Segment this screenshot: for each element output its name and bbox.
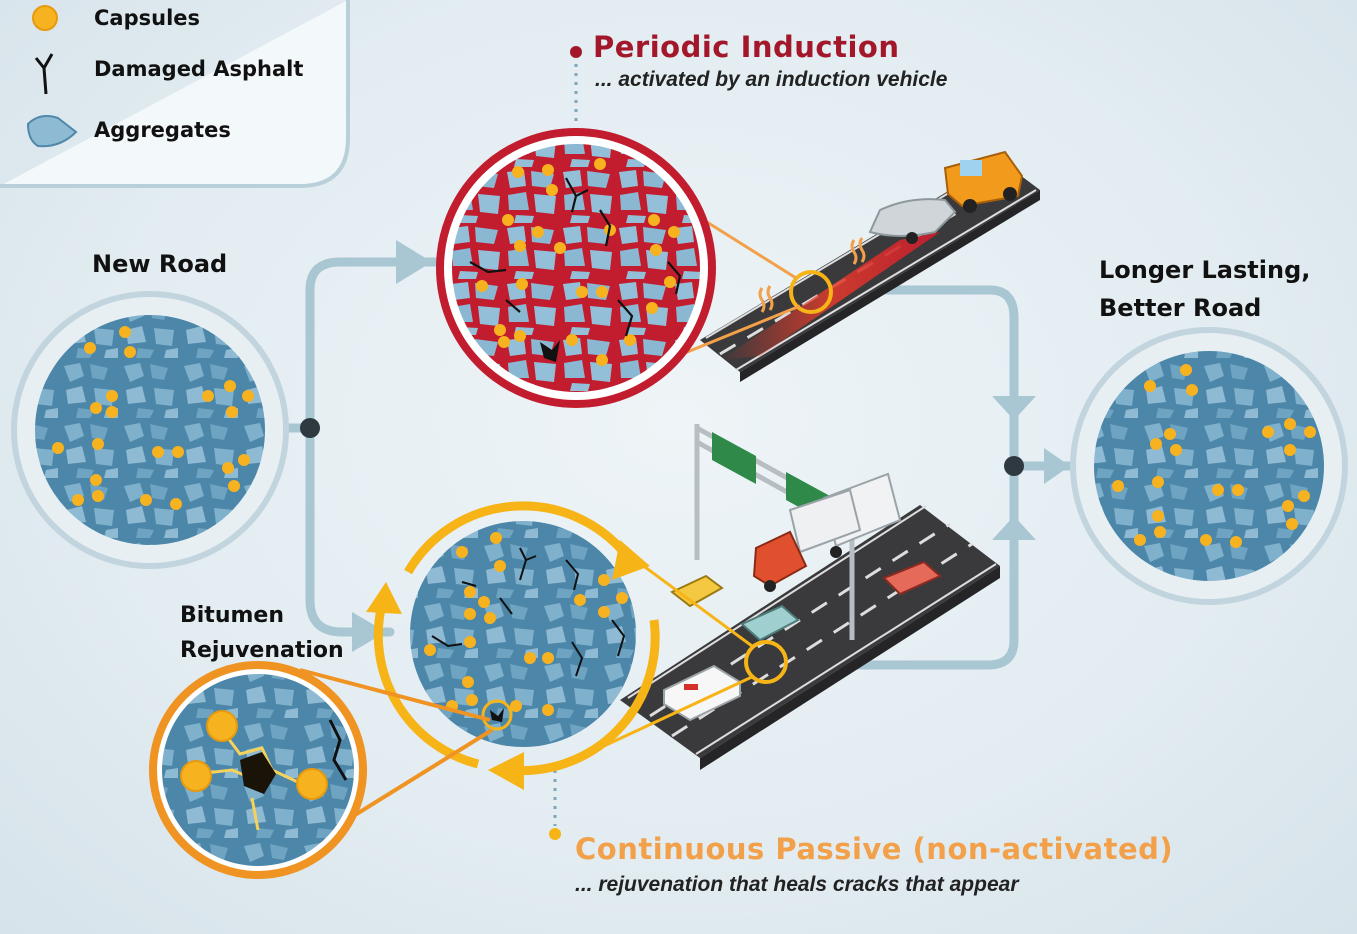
heat-wave-icons [758, 237, 866, 313]
rejuvenation-capsule-2 [180, 760, 212, 792]
passive-focus-ring [744, 640, 788, 684]
passive-crack-focus-ring [481, 699, 513, 731]
passive-cracks [431, 547, 626, 677]
junction-dot-right [1004, 456, 1024, 476]
crack-icon [34, 53, 54, 95]
periodic-induction-title: Periodic Induction [593, 30, 900, 64]
better-road-capsules [1112, 364, 1316, 548]
induction-vehicle [868, 150, 1024, 244]
label-better-road-line1: Longer Lasting, [1099, 256, 1311, 284]
dotted-leader-bottom [549, 770, 561, 840]
junction-dot-left [300, 418, 320, 438]
truck [752, 472, 902, 592]
induction-damage-spot [540, 340, 560, 362]
continuous-passive-subtitle: ... rejuvenation that heals cracks that … [575, 873, 1019, 896]
legend-panel [0, 0, 350, 188]
passive-cycle-arrowheads [366, 540, 650, 790]
label-better-road-line2: Better Road [1099, 294, 1262, 322]
legend-label-aggregates: Aggregates [94, 118, 231, 142]
rejuvenation-crack-core [240, 752, 276, 794]
rejuvenation-circle [149, 661, 367, 879]
flow-arrowheads [352, 240, 1070, 652]
passive-callout-line-bottom [603, 674, 755, 748]
induction-focus-ring [789, 270, 833, 314]
better-road-circle [1070, 327, 1348, 605]
label-new-road: New Road [92, 250, 228, 278]
rejuvenation-callout-line-top [299, 668, 491, 722]
passive-callout-line-top [629, 554, 753, 648]
label-bitumen-line2: Rejuvenation [180, 638, 344, 663]
periodic-induction-subtitle: ... activated by an induction vehicle [595, 68, 948, 91]
car-teal [740, 604, 800, 642]
highway-sign-left [712, 432, 756, 484]
car-yellow [670, 574, 724, 608]
legend-label-capsules: Capsules [94, 6, 201, 30]
rejuvenation-capsule-1 [206, 710, 238, 742]
legend-label-damaged-asphalt: Damaged Asphalt [94, 57, 304, 81]
new-road-capsules [52, 326, 254, 510]
induction-capsules [476, 158, 680, 366]
aggregate-icon [26, 115, 78, 148]
induction-cracks [469, 177, 682, 337]
new-road-circle [11, 291, 289, 569]
ambulance [663, 664, 741, 722]
dotted-leader-top [570, 46, 582, 126]
induction-zoom-circle [436, 128, 716, 408]
label-bitumen-line1: Bitumen [180, 603, 284, 628]
capsule-icon [32, 5, 58, 31]
car-red [882, 560, 942, 596]
rejuvenation-capsule-3 [296, 768, 328, 800]
passive-zoom-circle [410, 521, 636, 747]
continuous-passive-title: Continuous Passive (non-activated) [575, 832, 1174, 866]
